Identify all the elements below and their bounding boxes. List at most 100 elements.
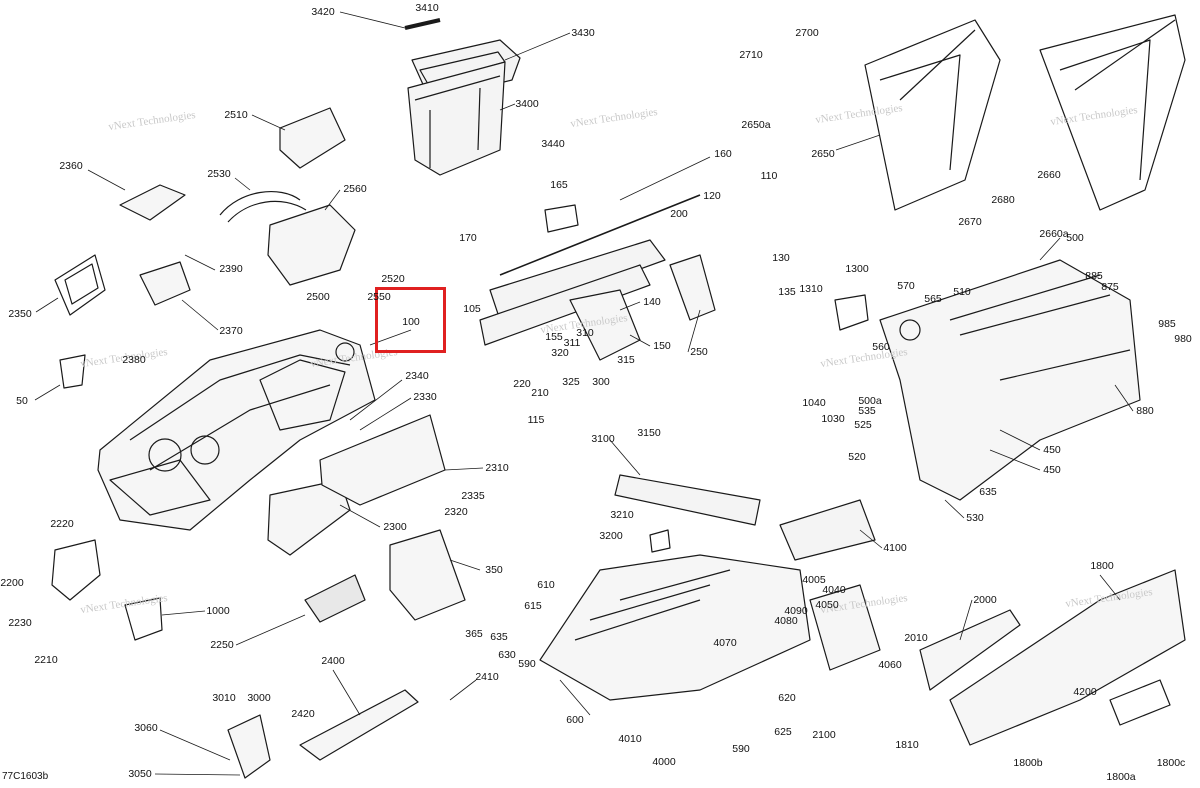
part-label-2320: 2320 xyxy=(444,505,468,518)
part-label-300: 300 xyxy=(592,375,610,388)
part-label-3400: 3400 xyxy=(515,97,539,110)
part-label-4100: 4100 xyxy=(883,541,907,554)
part-label-105: 105 xyxy=(463,302,481,315)
part-label-500a: 500a xyxy=(858,394,882,407)
part-label-885: 885 xyxy=(1085,269,1103,282)
part-label-1800a: 1800a xyxy=(1106,770,1136,783)
part-label-2250: 2250 xyxy=(210,638,234,651)
part-label-2650a: 2650a xyxy=(741,118,771,131)
part-label-2340: 2340 xyxy=(405,369,429,382)
part-label-3430: 3430 xyxy=(571,26,595,39)
part-label-625: 625 xyxy=(774,725,792,738)
part-label-2400: 2400 xyxy=(321,654,345,667)
part-label-450: 450 xyxy=(1043,463,1061,476)
left-small-parts xyxy=(51,107,466,779)
part-label-315: 315 xyxy=(617,353,635,366)
part-label-2330: 2330 xyxy=(413,390,437,403)
part-label-520: 520 xyxy=(848,450,866,463)
part-label-3010: 3010 xyxy=(212,691,236,704)
part-label-4040: 4040 xyxy=(822,583,846,596)
part-label-565: 565 xyxy=(924,292,942,305)
part-label-2230: 2230 xyxy=(8,616,32,629)
part-label-2500: 2500 xyxy=(306,290,330,303)
part-label-4070: 4070 xyxy=(713,636,737,649)
part-label-2530: 2530 xyxy=(207,167,231,180)
part-label-510: 510 xyxy=(953,285,971,298)
part-label-220: 220 xyxy=(513,377,531,390)
part-label-2010: 2010 xyxy=(904,631,928,644)
part-label-3420: 3420 xyxy=(311,5,335,18)
part-label-350: 350 xyxy=(485,563,503,576)
part-label-3100: 3100 xyxy=(591,432,615,445)
part-label-1000: 1000 xyxy=(206,604,230,617)
part-label-590: 590 xyxy=(518,657,536,670)
part-label-2360: 2360 xyxy=(59,159,83,172)
part-label-120: 120 xyxy=(703,189,721,202)
part-label-311: 311 xyxy=(563,336,581,349)
part-label-1800b: 1800b xyxy=(1013,756,1043,769)
part-label-2410: 2410 xyxy=(475,670,499,683)
part-label-610: 610 xyxy=(537,578,555,591)
part-label-135: 135 xyxy=(778,285,796,298)
part-label-365: 365 xyxy=(465,627,483,640)
part-label-2380: 2380 xyxy=(122,353,146,366)
part-label-170: 170 xyxy=(459,231,477,244)
part-label-1800: 1800 xyxy=(1090,559,1114,572)
roll-cage xyxy=(864,14,1186,211)
part-label-2200: 2200 xyxy=(0,576,24,589)
part-label-2300: 2300 xyxy=(383,520,407,533)
part-label-630: 630 xyxy=(498,648,516,661)
part-label-3410: 3410 xyxy=(415,1,439,14)
part-label-525: 525 xyxy=(854,418,872,431)
part-label-3000: 3000 xyxy=(247,691,271,704)
part-label-3050: 3050 xyxy=(128,767,152,780)
part-label-4000: 4000 xyxy=(652,755,676,768)
storage-box-assembly xyxy=(404,18,521,176)
part-label-4200: 4200 xyxy=(1073,685,1097,698)
part-label-635: 635 xyxy=(979,485,997,498)
part-label-4010: 4010 xyxy=(618,732,642,745)
part-label-3210: 3210 xyxy=(610,508,634,521)
part-label-160: 160 xyxy=(714,147,732,160)
part-label-250: 250 xyxy=(690,345,708,358)
part-label-4080: 4080 xyxy=(774,614,798,627)
part-label-50: 50 xyxy=(16,394,28,407)
part-label-115: 115 xyxy=(527,413,545,426)
part-label-2100: 2100 xyxy=(812,728,836,741)
part-label-155: 155 xyxy=(545,330,563,343)
part-label-600: 600 xyxy=(566,713,584,726)
part-label-2370: 2370 xyxy=(219,324,243,337)
part-label-4090: 4090 xyxy=(784,604,808,617)
part-label-1040: 1040 xyxy=(802,396,826,409)
part-label-2335: 2335 xyxy=(461,489,485,502)
part-label-2660: 2660 xyxy=(1037,168,1061,181)
part-label-4060: 4060 xyxy=(878,658,902,671)
part-label-320: 320 xyxy=(551,346,569,359)
part-label-1310: 1310 xyxy=(799,282,823,295)
part-label-2710: 2710 xyxy=(739,48,763,61)
part-label-2220: 2220 xyxy=(50,517,74,530)
part-label-2550: 2550 xyxy=(367,290,391,303)
part-label-2420: 2420 xyxy=(291,707,315,720)
floor-assembly xyxy=(539,474,881,701)
part-label-2210: 2210 xyxy=(34,653,58,666)
part-label-560: 560 xyxy=(872,340,890,353)
part-label-450: 450 xyxy=(1043,443,1061,456)
highlighted-callout-box xyxy=(375,287,446,353)
part-label-2560: 2560 xyxy=(343,182,367,195)
part-label-165: 165 xyxy=(550,178,568,191)
part-label-2670: 2670 xyxy=(958,215,982,228)
part-label-590: 590 xyxy=(732,742,750,755)
part-label-325: 325 xyxy=(562,375,580,388)
part-label-3200: 3200 xyxy=(599,529,623,542)
part-label-570: 570 xyxy=(897,279,915,292)
part-label-2000: 2000 xyxy=(973,593,997,606)
part-label-100: 100 xyxy=(402,315,420,328)
part-label-615: 615 xyxy=(524,599,542,612)
part-label-130: 130 xyxy=(772,251,790,264)
part-label-500: 500 xyxy=(1066,231,1084,244)
part-label-2310: 2310 xyxy=(485,461,509,474)
drawing-code: 77C1603b xyxy=(2,771,49,782)
part-label-875: 875 xyxy=(1101,280,1119,293)
part-label-3150: 3150 xyxy=(637,426,661,439)
